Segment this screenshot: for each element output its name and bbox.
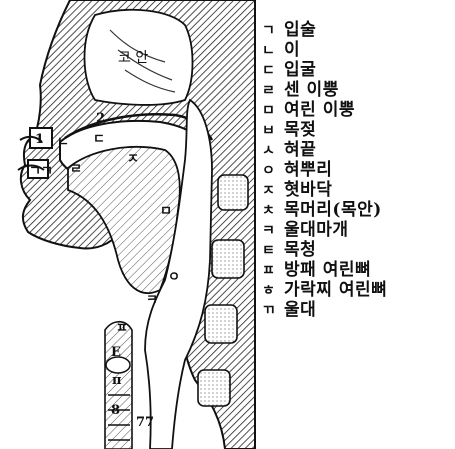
legend-key: ㅋ (262, 221, 284, 241)
legend-label: 이 (284, 40, 300, 60)
legend-key: ㅍ (262, 261, 284, 281)
legend-row: ㄹ센 이뿡 (262, 80, 339, 100)
legend-key: ㅊ (262, 201, 284, 221)
legend-key: ㄷ (262, 61, 284, 81)
legend-key: ㅎ (262, 281, 284, 301)
legend-key: ㅌ (262, 241, 284, 261)
marker-2: 2 (96, 111, 105, 126)
legend-label: 가락찌 여린뼈 (284, 280, 387, 300)
marker-13: π (112, 373, 122, 388)
legend-row: ㄲ울대 (262, 300, 316, 320)
legend-row: ㅊ목머리(목안) (262, 200, 382, 220)
legend-row: ㅎ가락찌 여린뼈 (262, 280, 387, 300)
legend-row: ㅈ혓바닥 (262, 180, 332, 200)
legend-label: 목청 (284, 240, 316, 260)
marker-5: ㄹ (70, 162, 82, 177)
legend-label: 혓바닥 (284, 180, 332, 200)
legend-key: ㅂ (262, 121, 284, 141)
legend-row: ㄴ이 (262, 40, 300, 60)
legend-key: ㅁ (262, 101, 284, 121)
marker-12: E (111, 345, 121, 360)
marker-7: ㄱㄱ (29, 164, 53, 179)
legend-label: 목젖 (284, 120, 316, 140)
legend-label: 입굴 (284, 60, 316, 80)
legend-row: ㅌ목청 (262, 240, 316, 260)
legend-label: 방패 여린뼈 (284, 260, 371, 280)
legend-key: ㅈ (262, 181, 284, 201)
legend-label: 울대 (284, 300, 316, 320)
nasal-cavity-label: 코 안 (118, 50, 148, 66)
marker-4: ㄴ (57, 135, 69, 150)
marker-8: ㅁ (160, 204, 172, 219)
marker-6: ㅈ (127, 152, 139, 167)
legend-row: ㅇ혀뿌리 (262, 160, 332, 180)
legend-label: 혀끝 (284, 140, 316, 160)
legend-label: 울대마개 (284, 220, 349, 240)
legend-label: 센 이뿡 (284, 80, 339, 100)
marker-1: 1 (35, 132, 44, 147)
marker-9: ㅇ (168, 270, 180, 285)
legend-row: ㄷ입굴 (262, 60, 316, 80)
marker-3: ㄷ (93, 132, 105, 147)
legend-label: 혀뿌리 (284, 160, 332, 180)
legend-row: ㅋ울대마개 (262, 220, 349, 240)
legend-row: ㅂ목젖 (262, 120, 316, 140)
legend-label: 입술 (284, 20, 316, 40)
legend-key: ㅇ (262, 161, 284, 181)
legend-label: 여린 이뿡 (284, 100, 355, 120)
legend-row: ㅁ여린 이뿡 (262, 100, 355, 120)
legend-key: ㄴ (262, 41, 284, 61)
legend-key: ㅅ (262, 141, 284, 161)
legend-row: ㅍ방패 여린뼈 (262, 260, 371, 280)
legend-row: ㅅ혀끝 (262, 140, 316, 160)
legend-label: 목머리(목안) (284, 200, 382, 220)
legend-row: ㄱ입술 (262, 20, 316, 40)
legend-key: ㄱ (262, 21, 284, 41)
marker-10: ㅋ (146, 293, 158, 308)
marker-15: 77 (136, 415, 154, 430)
legend-key: ㄲ (262, 301, 284, 321)
marker-14: 8 (111, 403, 120, 418)
marker-11: ㅍ (116, 321, 128, 336)
legend-key: ㄹ (262, 81, 284, 101)
